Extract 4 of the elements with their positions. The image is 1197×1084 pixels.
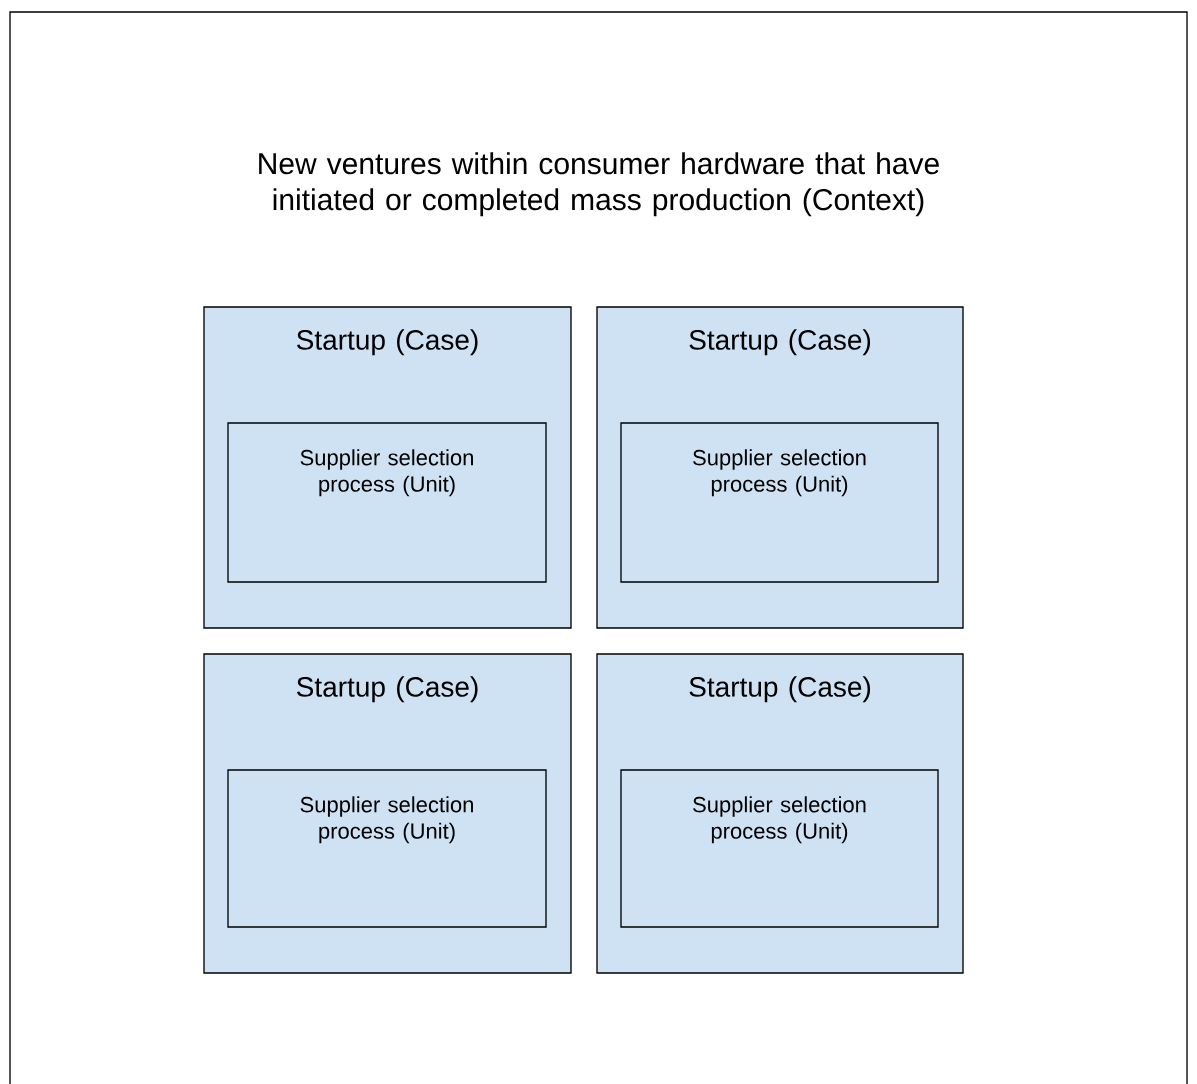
unit-box: Supplier selection process (Unit) xyxy=(227,769,547,928)
unit-box: Supplier selection process (Unit) xyxy=(227,422,547,583)
unit-box: Supplier selection process (Unit) xyxy=(620,422,939,583)
unit-box: Supplier selection process (Unit) xyxy=(620,769,939,928)
